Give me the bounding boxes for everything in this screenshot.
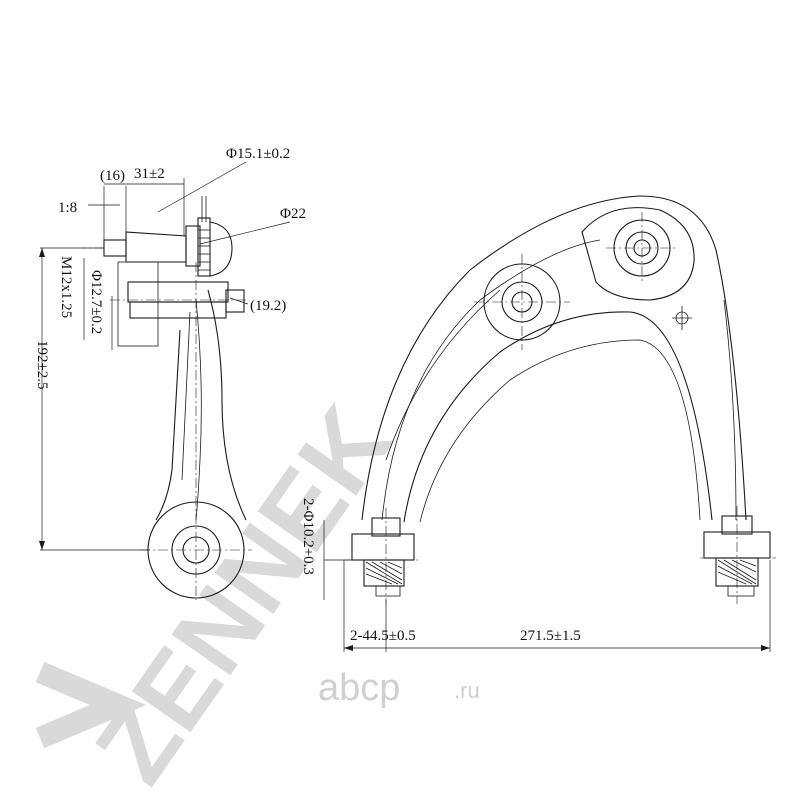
bracket-outline xyxy=(117,261,159,347)
height-label: 192±2.5 xyxy=(34,340,50,389)
h192-leader xyxy=(229,297,249,305)
boot-ribs xyxy=(198,229,210,271)
dia15-leader xyxy=(157,161,247,213)
arm-inner-edge xyxy=(403,311,713,523)
ball-joint-boss xyxy=(581,207,695,301)
upper-bolt xyxy=(127,281,229,303)
left-bushing xyxy=(344,508,418,604)
arm-rib xyxy=(419,339,701,523)
dia15-label: Φ15.1±0.2 xyxy=(226,146,290,162)
spacing44-label: 2-44.5±0.5 xyxy=(350,628,416,644)
span-label: 271.5±1.5 xyxy=(520,628,581,644)
arm-web xyxy=(195,299,202,521)
arm-edge-left xyxy=(155,329,181,521)
len31-label: 31±2 xyxy=(134,166,165,182)
offset16-label: (16) xyxy=(100,168,125,184)
joint-boot xyxy=(197,217,211,277)
holes-label: 2-Φ10.2+0.3 xyxy=(300,498,316,575)
arm-edge-right xyxy=(207,289,247,521)
abcp-logo: abcp .ru xyxy=(318,667,480,709)
front-view xyxy=(323,195,776,652)
stud-thread xyxy=(103,239,127,257)
dia127-label: Φ12.7±0.2 xyxy=(88,270,104,334)
bolt-nut xyxy=(225,289,245,313)
stud-taper xyxy=(125,231,187,263)
side-view xyxy=(39,161,291,600)
right-bushing xyxy=(700,506,776,604)
logo-domain: .ru xyxy=(454,678,480,703)
joint-housing xyxy=(209,221,233,277)
dia22-label: Φ22 xyxy=(280,206,306,222)
watermark: ZENNEK xyxy=(35,386,414,800)
logo-brand: abcp xyxy=(318,667,400,709)
thread-label: M12x1.25 xyxy=(58,256,74,318)
dia22-leader xyxy=(199,221,291,245)
watermark-chevron-icon xyxy=(35,661,147,749)
taper-label: 1:8 xyxy=(58,200,77,216)
watermark-text: ZENNEK xyxy=(74,386,414,800)
arm-outer-edge xyxy=(361,195,747,521)
h192-label: (19.2) xyxy=(250,298,286,314)
